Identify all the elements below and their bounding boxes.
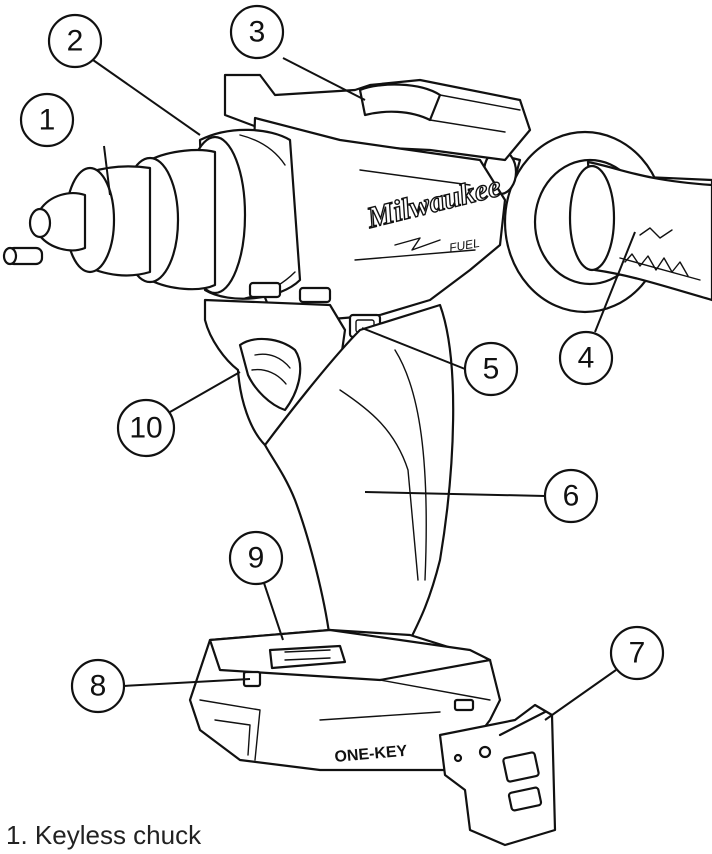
- legend-caption: 1. Keyless chuck: [6, 820, 202, 850]
- callout-9: 9: [228, 530, 284, 586]
- gear-selector-housing: [223, 73, 532, 162]
- onekey-logo: ONE-KEY: [334, 743, 408, 766]
- svg-text:8: 8: [90, 670, 107, 703]
- callout-4: 4: [558, 330, 614, 386]
- motor-housing: Milwaukee FUEL: [248, 116, 507, 322]
- leader-7: [544, 669, 617, 721]
- callout-1: 1: [19, 92, 75, 148]
- leader-10: [169, 371, 241, 413]
- callout-3: 3: [229, 4, 285, 60]
- leader-9: [263, 582, 284, 641]
- svg-text:1: 1: [39, 104, 56, 137]
- svg-text:10: 10: [129, 412, 162, 445]
- leader-4: [594, 231, 636, 333]
- leader-2: [92, 59, 201, 136]
- callout-10: 10: [116, 398, 176, 458]
- callout-5: 5: [463, 341, 519, 397]
- model-mark: FUEL: [448, 236, 481, 255]
- svg-text:9: 9: [248, 542, 265, 575]
- battery-base: ONE-KEY: [188, 628, 502, 772]
- leader-6: [364, 491, 546, 497]
- leader-5: [361, 327, 466, 370]
- belt-clip: [438, 703, 557, 847]
- leader-8: [122, 678, 251, 687]
- side-handle: [503, 130, 712, 314]
- keyless-chuck: [2, 148, 217, 291]
- svg-text:5: 5: [483, 353, 500, 386]
- svg-text:4: 4: [578, 342, 595, 375]
- svg-text:3: 3: [249, 16, 266, 49]
- leader-3: [282, 57, 366, 101]
- svg-text:7: 7: [629, 637, 646, 670]
- svg-text:2: 2: [67, 25, 84, 58]
- handle-grip: [263, 303, 455, 642]
- callout-8: 8: [70, 658, 126, 714]
- callout-6: 6: [543, 468, 599, 524]
- callout-2: 2: [47, 13, 103, 69]
- svg-text:6: 6: [563, 480, 580, 513]
- callout-7: 7: [609, 625, 665, 681]
- leader-1: [103, 145, 111, 196]
